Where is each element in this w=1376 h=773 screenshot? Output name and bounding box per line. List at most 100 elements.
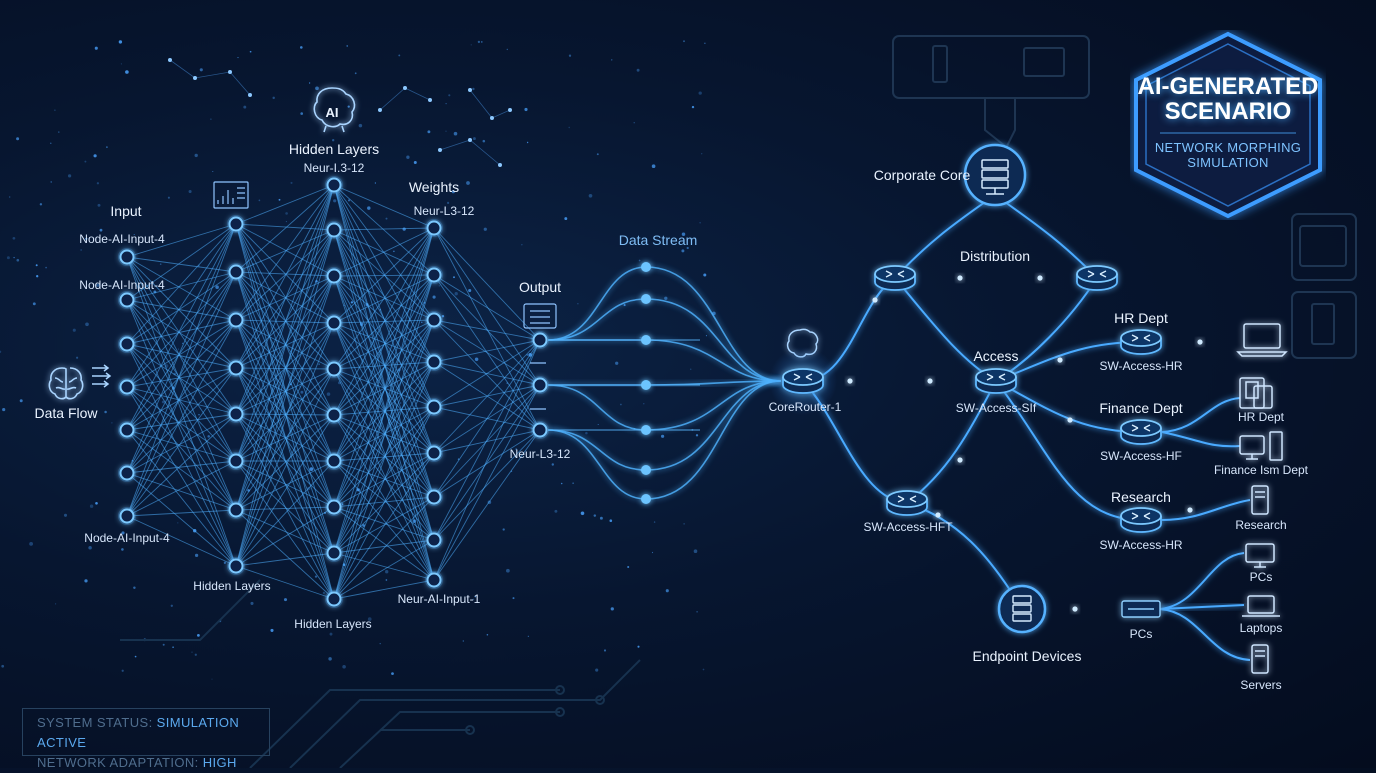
nn-edge	[126, 271, 237, 301]
nn-edge	[235, 275, 335, 462]
network-link	[995, 380, 1142, 521]
particle	[705, 335, 707, 337]
nn-edge	[333, 496, 435, 508]
nn-edge	[333, 275, 435, 541]
nn-edge	[235, 460, 335, 567]
link-pulse	[1197, 339, 1203, 345]
nn-edge	[126, 223, 237, 301]
nn-node	[119, 465, 135, 481]
particle	[6, 256, 10, 260]
constellation-star	[498, 163, 502, 167]
stream-line	[547, 380, 782, 471]
particle	[636, 68, 640, 72]
nn-edge	[235, 271, 335, 508]
constellation-line	[169, 59, 251, 96]
nn-edge	[433, 319, 541, 341]
stream-dot	[641, 335, 651, 345]
nn-edge	[126, 429, 237, 462]
particle	[299, 46, 303, 49]
nn-edge	[126, 472, 237, 567]
nn-edge	[433, 227, 541, 341]
nn-edge	[235, 271, 335, 370]
nn-edge	[333, 184, 435, 363]
nn-node	[326, 222, 342, 238]
particle	[308, 628, 310, 630]
particle	[285, 212, 288, 215]
network-link	[1004, 201, 1098, 279]
router-arrows	[793, 373, 813, 381]
badge-title: AI-GENERATED SCENARIO	[1137, 73, 1319, 125]
nn-edge	[126, 299, 237, 321]
particle	[568, 54, 572, 57]
particle	[125, 70, 129, 74]
particle	[448, 94, 451, 97]
hidden-layers-bottom-label-2: Hidden Layers	[294, 617, 371, 631]
particle	[639, 336, 642, 339]
nn-edge	[126, 319, 237, 474]
nn-edge	[333, 368, 435, 498]
particle	[300, 112, 304, 115]
link-pulse	[872, 297, 878, 303]
weights-sublabel: Neur-L3-12	[414, 204, 475, 218]
particle	[181, 342, 184, 345]
particle	[432, 295, 436, 299]
particle	[683, 40, 685, 43]
particle	[470, 44, 472, 46]
nn-node	[228, 360, 244, 376]
device-pcs-label: PCs	[1250, 570, 1273, 584]
particle	[243, 105, 247, 109]
devices-icon-hr-dept	[1239, 377, 1273, 409]
particle	[577, 303, 579, 305]
corporate-core-label: Corporate Core	[874, 167, 971, 183]
nn-node	[119, 422, 135, 438]
router-top	[1120, 419, 1162, 437]
network-adaptation-label: NETWORK ADAPTATION:	[37, 755, 199, 770]
nn-edge	[126, 367, 237, 431]
distribution-router-right-icon	[1076, 265, 1118, 291]
router-top	[782, 368, 824, 386]
server-icon	[981, 159, 1009, 195]
data-stream-lines	[547, 266, 782, 500]
nn-edge	[333, 361, 435, 508]
badge-subtitle: NETWORK MORPHING SIMULATION	[1154, 140, 1302, 170]
particle	[272, 96, 275, 100]
nn-node	[228, 216, 244, 232]
particle	[593, 514, 597, 517]
constellation-star	[438, 148, 442, 152]
particle	[93, 154, 97, 158]
particle	[347, 199, 351, 202]
particle	[698, 91, 702, 95]
nn-edge	[126, 460, 237, 474]
link-pulse	[1067, 417, 1073, 423]
particle	[35, 264, 38, 267]
link-pulse	[957, 457, 963, 463]
particle	[603, 649, 607, 652]
nn-edge	[433, 339, 541, 408]
nn-node	[426, 354, 442, 370]
input-node-label-2: Node-AI-Input-4	[79, 278, 165, 292]
output-list-icon	[523, 303, 557, 410]
nn-edge	[333, 361, 435, 600]
nn-edge	[126, 509, 237, 517]
sw-access-hr-icon	[1120, 329, 1162, 355]
constellation-star	[248, 93, 252, 97]
particle	[354, 72, 357, 75]
distribution-router-left-icon	[874, 265, 916, 291]
nn-edge	[235, 184, 335, 321]
nn-edge	[126, 386, 237, 415]
particle	[643, 403, 645, 405]
network-link	[894, 201, 986, 279]
particle	[385, 217, 388, 220]
particle	[96, 283, 100, 287]
particle	[342, 665, 346, 669]
nn-node	[426, 445, 442, 461]
nn-node	[426, 267, 442, 283]
particle	[318, 363, 320, 365]
device-laptops-label: Laptops	[1240, 621, 1283, 635]
particle	[665, 589, 669, 593]
particle	[215, 285, 219, 289]
link-pulse	[1187, 507, 1193, 513]
system-status-label: SYSTEM STATUS:	[37, 715, 153, 730]
particle	[560, 482, 563, 485]
network-link	[1161, 499, 1251, 521]
